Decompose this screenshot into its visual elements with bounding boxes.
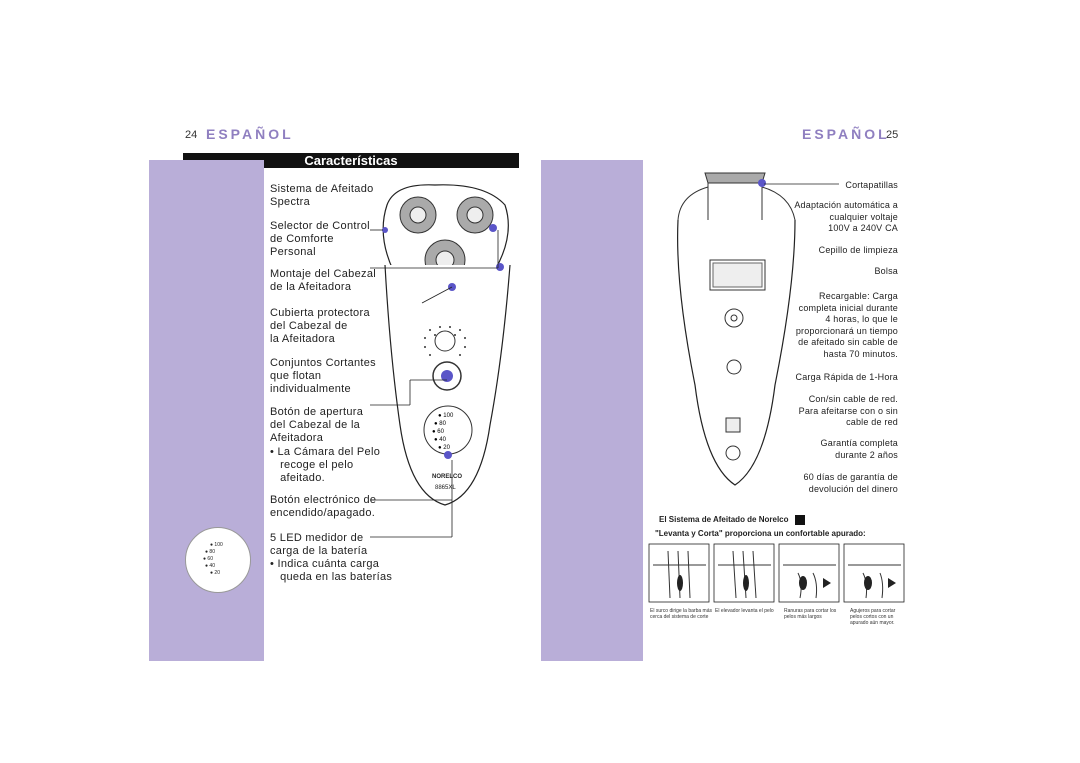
label-release-button: Botón de apertura del Cabezal de la Afei… [270,406,364,444]
led-level: ● 20 [210,570,220,576]
caption-holes: Agujeros para cortar pelos cortos con un… [850,608,896,626]
led-meter-badge: ● 100 ● 80 ● 60 ● 40 ● 20 [185,527,251,593]
label-power-button: Botón electrónico de encendido/apagado. [270,494,377,519]
label-quick-charge: Carga Rápida de 1-Hora [795,372,898,382]
label-pouch: Bolsa [874,266,898,276]
leader-line-trimmer [764,183,839,185]
system-subtitle: "Levanta y Corta" proporciona un confort… [655,529,866,538]
caption-slots: Ranuras para cortar los pelos más largos [784,608,837,620]
label-money-back: 60 días de garantía de devolución del di… [803,472,898,494]
caption-lifter: El elevador levanta el pelo [715,608,774,614]
label-head-assembly: Montaje del Cabezal de la Afeitadora [270,268,376,293]
section-title: Características [304,153,398,168]
caption-groove: El surco dirige la barba más cerca del s… [650,608,712,620]
right-side-band [541,160,643,661]
label-warranty: Garantía completa durante 2 años [820,438,898,460]
svg-text:● 40: ● 40 [434,437,447,443]
svg-text:● 100: ● 100 [438,413,454,419]
svg-text:● 60: ● 60 [432,429,445,435]
led-level: ● 100 [210,542,223,548]
norelco-logo-icon [794,515,805,525]
label-floating-cutters: Conjuntos Cortantes que flotan individua… [270,357,376,395]
label-cleaning-brush: Cepillo de limpieza [818,245,898,255]
leader-lines-left [370,229,499,538]
shaver-back-illustration [677,172,796,486]
label-cord-cordless: Con/sin cable de red. Para afeitarse con… [798,394,898,427]
shaver-front-illustration: ● 100 ● 80 ● 60 ● 40 ● 20 [382,184,511,506]
left-page-header: ESPAÑOL [206,126,294,142]
led-level: ● 40 [205,563,215,569]
label-rechargeable: Recargable: Carga completa inicial duran… [795,291,898,359]
section-title-bar: Características [183,153,519,168]
right-page-number: 25 [886,129,899,141]
label-protective-cap: Cubierta protectora del Cabezal de la Af… [270,307,370,345]
label-spectra-system: Sistema de Afeitado Spectra [270,183,374,208]
led-level: ● 60 [203,556,213,562]
model-number: 8865XL [435,485,456,491]
right-page-header: ESPAÑOL [802,126,890,142]
label-comfort-selector: Selector de Control de Comforte Personal [270,220,370,258]
system-title: El Sistema de Afeitado de Norelco [659,515,805,525]
brand-logo: NORELCO [432,474,462,480]
lift-cut-illustrations [648,543,905,603]
left-page-number: 24 [185,129,198,141]
led-level: ● 80 [205,549,215,555]
label-trimmer: Cortapatillas [845,180,898,190]
label-hair-chamber: • La Cámara del Pelo recoge el pelo afei… [270,446,381,484]
label-voltage: Adaptación automática a cualquier voltaj… [794,200,898,233]
svg-text:● 80: ● 80 [434,421,447,427]
svg-text:● 20: ● 20 [438,445,451,451]
label-led-meter: 5 LED medidor de carga de la batería • I… [270,532,393,583]
